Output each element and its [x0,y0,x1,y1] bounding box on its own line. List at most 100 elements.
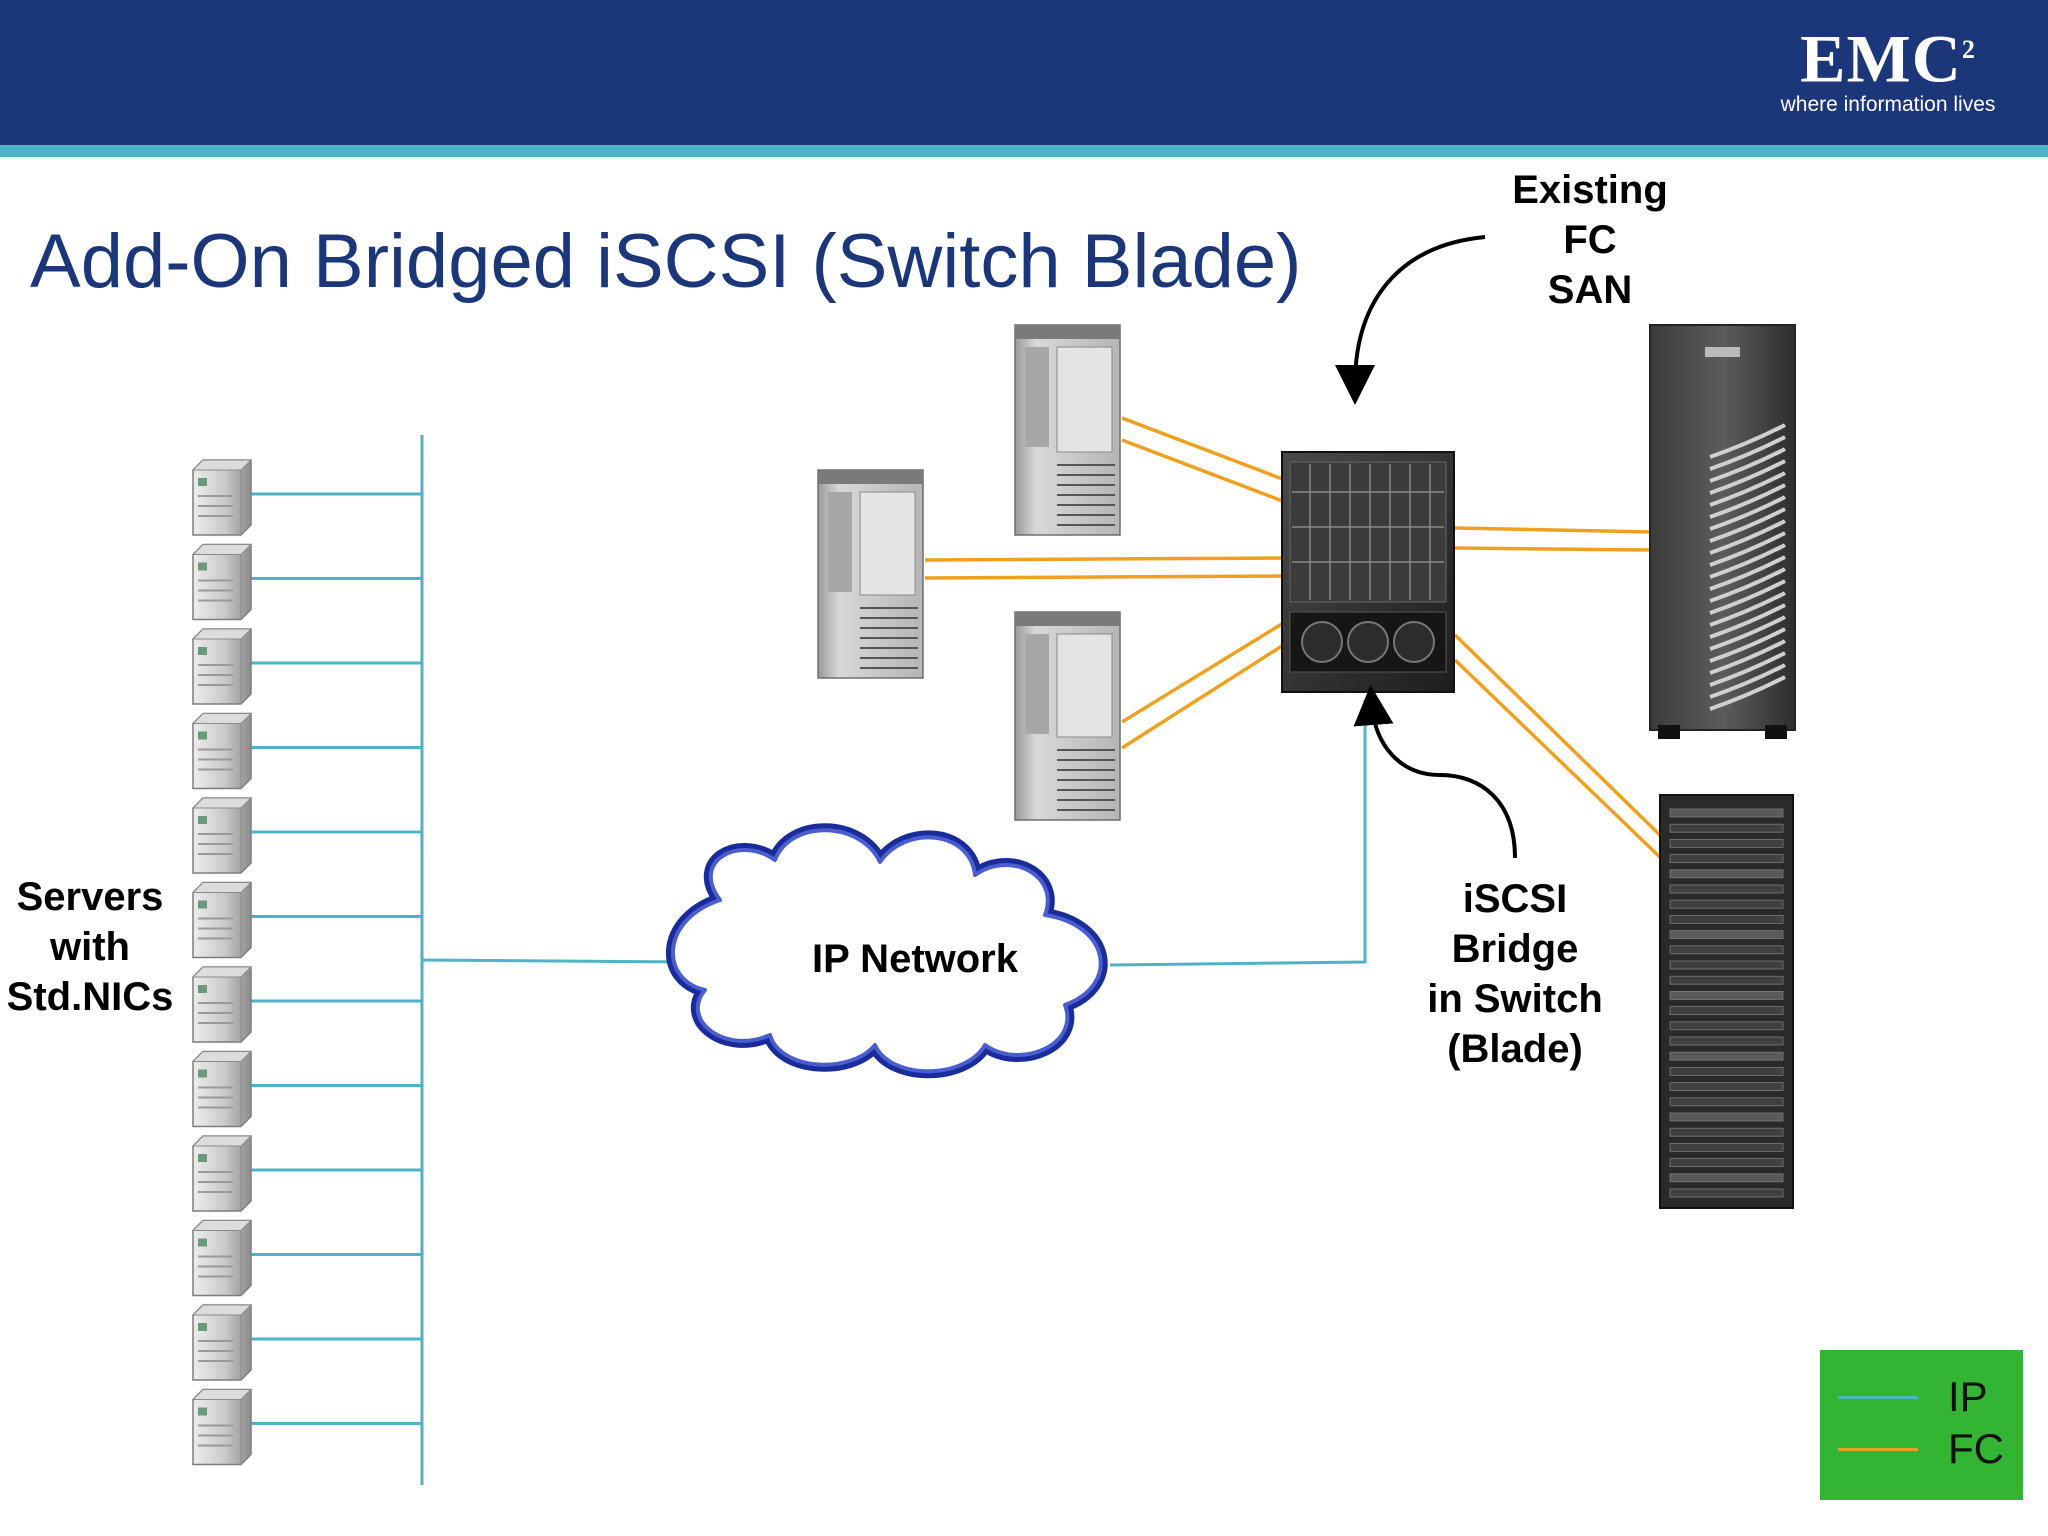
legend-item-fc: FC [1838,1424,2018,1474]
fc-link [1121,620,1286,724]
logo-tagline: where information lives [1780,92,1996,116]
fc-link [924,556,1286,562]
array-slat [1709,435,1786,471]
array-slat [1709,591,1786,627]
tower-server [1014,611,1121,821]
fc-switch [1281,451,1455,693]
small-server [191,1219,253,1297]
small-server [191,881,253,959]
rack-shelf [1669,1006,1784,1016]
rack-shelf [1669,915,1784,924]
array-slat [1709,471,1786,507]
rack-shelf [1669,1127,1784,1137]
fc-link [1454,526,1656,534]
small-server [191,459,253,536]
array-slat [1709,639,1786,675]
small-server [191,1388,253,1466]
ip-network-cloud [666,823,1108,1079]
array-slat [1709,579,1786,615]
array-slat [1709,459,1786,495]
storage-rack [1659,794,1794,1209]
array-slat [1709,423,1786,459]
rack-shelf [1669,884,1784,894]
logo-wordmark: EMC2 [1800,20,1976,97]
ip-network-label: IP Network [812,937,1018,981]
existing-fc-san-label: Existing FC SAN [1512,168,1668,312]
cloud-to-switch-link [1109,700,1367,967]
legend-swatch-fc [1838,1448,1918,1451]
rack-shelf [1669,990,1784,1000]
small-server [191,628,253,705]
small-server [191,1135,253,1212]
rack-shelf [1669,1142,1784,1152]
small-server [191,1050,253,1128]
tower-server [1014,324,1121,536]
fc-link [1121,416,1286,482]
rack-shelf [1669,869,1784,879]
legend-swatch-ip [1838,1396,1918,1399]
storage-array [1649,324,1796,739]
small-server [191,712,253,790]
array-slat [1709,555,1786,591]
array-slat [1709,495,1786,531]
fc-link [1121,642,1286,750]
rack-shelf [1669,1173,1784,1183]
array-slat [1709,447,1786,483]
small-server [191,966,253,1043]
rack-shelf [1669,945,1784,955]
servers-label: Servers with Std.NICs [6,875,174,1019]
array-slat [1709,507,1786,543]
rack-shelf [1669,823,1784,833]
small-servers [191,459,253,1466]
rack-shelf [1669,1066,1784,1076]
callout-arrow-fc-san [1335,235,1486,405]
fc-link [1454,546,1656,552]
fc-links [924,416,1667,864]
array-slat [1709,543,1786,579]
page-title: Add-On Bridged iSCSI (Switch Blade) [30,219,1302,304]
array-slat [1709,675,1786,711]
rack-shelf [1669,1082,1784,1092]
rack-shelf [1669,930,1784,940]
fc-link [1453,633,1667,842]
legend-item-ip: IP [1838,1372,2018,1422]
emc-logo: EMC2 where information lives [1768,14,2008,117]
array-slat [1709,567,1786,603]
array-slat [1709,651,1786,687]
rack-shelf [1669,808,1784,818]
legend-label-ip: IP [1948,1373,1988,1420]
fc-link [1121,438,1286,504]
tower-servers [817,324,1121,821]
bus-to-cloud-link [421,958,691,964]
rack-shelf [1669,1158,1784,1168]
rack-shelf [1669,1021,1784,1031]
rack-shelf [1669,1051,1784,1061]
array-slat [1709,603,1786,639]
legend-label-fc: FC [1948,1425,2004,1472]
rack-shelf [1669,1036,1784,1046]
header-accent-band [0,145,2048,157]
server-taps [251,492,422,1425]
array-slat [1709,627,1786,663]
iscsi-bridge-label: iSCSI Bridge in Switch (Blade) [1427,877,1603,1071]
small-server [191,543,253,621]
callout-arrow-iscsi-bridge [1353,685,1517,859]
rack-shelf [1669,899,1784,909]
array-slat [1709,531,1786,567]
rack-shelf [1669,1097,1784,1107]
rack-shelf [1669,960,1784,970]
fc-link [1453,658,1667,864]
rack-shelf [1669,975,1784,985]
small-server [191,797,253,874]
array-slat [1709,519,1786,555]
rack-shelf [1669,854,1784,863]
rack-shelf [1669,1188,1784,1198]
rack-shelf [1669,1112,1784,1122]
small-server [191,1304,253,1381]
array-slat [1709,483,1786,519]
fc-link [924,574,1286,580]
header-bar [0,0,2048,145]
array-slat [1709,663,1786,699]
array-slat [1709,615,1786,651]
